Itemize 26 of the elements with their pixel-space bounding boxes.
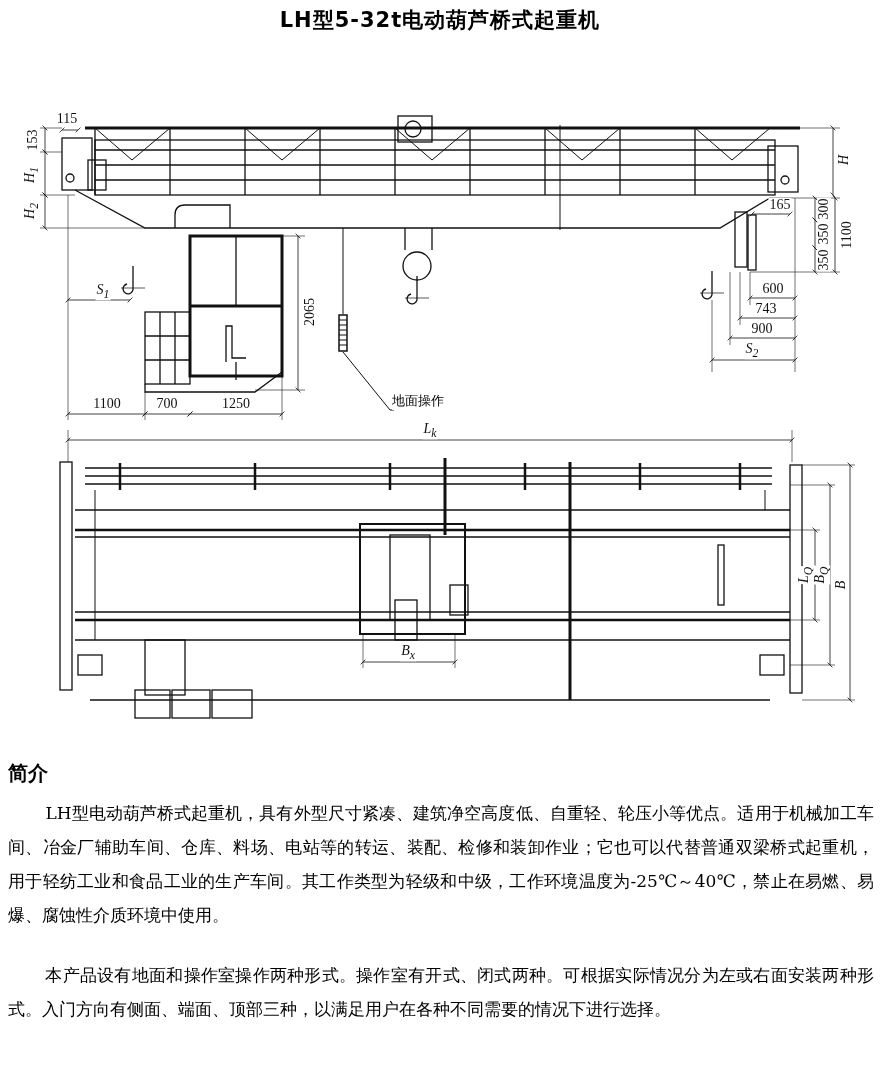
dimension-label: 1250 bbox=[221, 397, 251, 411]
dimension-label: 115 bbox=[55, 112, 79, 126]
paragraph: LH型电动葫芦桥式起重机，具有外型尺寸紧凑、建筑净空高度低、自重轻、轮压小等优点。适用于机械加工车间、冶金厂辅助车间、仓库、料场、电站等的转运、装配、检修和装卸作业；它也可以代替普通双梁桥式起重机，用于轻纺工业和食品工业的生产车间。其工作类型为轻级和中级，工作环境温度为-25℃～40℃，禁止在易燃、易爆、腐蚀性介质环境中使用。 bbox=[8, 802, 874, 927]
dimension-symbol: B bbox=[834, 579, 848, 591]
dimension-symbol: H bbox=[837, 153, 851, 167]
dimension-label: 153 bbox=[26, 128, 40, 152]
dimension-label: 1100 bbox=[840, 220, 854, 250]
dimension-label: 350 bbox=[817, 248, 831, 272]
dimension-label: 600 bbox=[761, 282, 785, 296]
dimension-label: 350 bbox=[817, 222, 831, 246]
dimension-label: 900 bbox=[750, 322, 774, 336]
paragraph: 本产品设有地面和操作室操作两种形式。操作室有开式、闭式两种。可根据实际情况分为左或右面安装两种形式。入门方向有侧面、端面、顶部三种，以满足用户在各种不同需要的情况下进行选择。 bbox=[8, 964, 874, 1021]
dimension-symbol: S$_{1}$ bbox=[95, 283, 111, 301]
dimension-label: 300 bbox=[817, 197, 831, 221]
dimension-label: 2065 bbox=[303, 297, 317, 327]
callout-text: 地面操作 bbox=[392, 392, 444, 410]
dimension-label: 700 bbox=[155, 397, 179, 411]
dimension-label: 1100 bbox=[92, 397, 122, 411]
dimension-symbol: S$_{2}$ bbox=[744, 342, 760, 360]
dimension-label: 165 bbox=[768, 198, 792, 212]
dimension-symbol: L$_{k}$ bbox=[422, 422, 438, 440]
dimension-label: 743 bbox=[754, 302, 778, 316]
pendant-control-icon bbox=[336, 314, 350, 352]
dimension-symbol: B$_{x}$ bbox=[400, 644, 416, 662]
section-heading: 简介 bbox=[8, 760, 48, 787]
title: LH型5-32t电动葫芦桥式起重机 bbox=[278, 7, 602, 34]
